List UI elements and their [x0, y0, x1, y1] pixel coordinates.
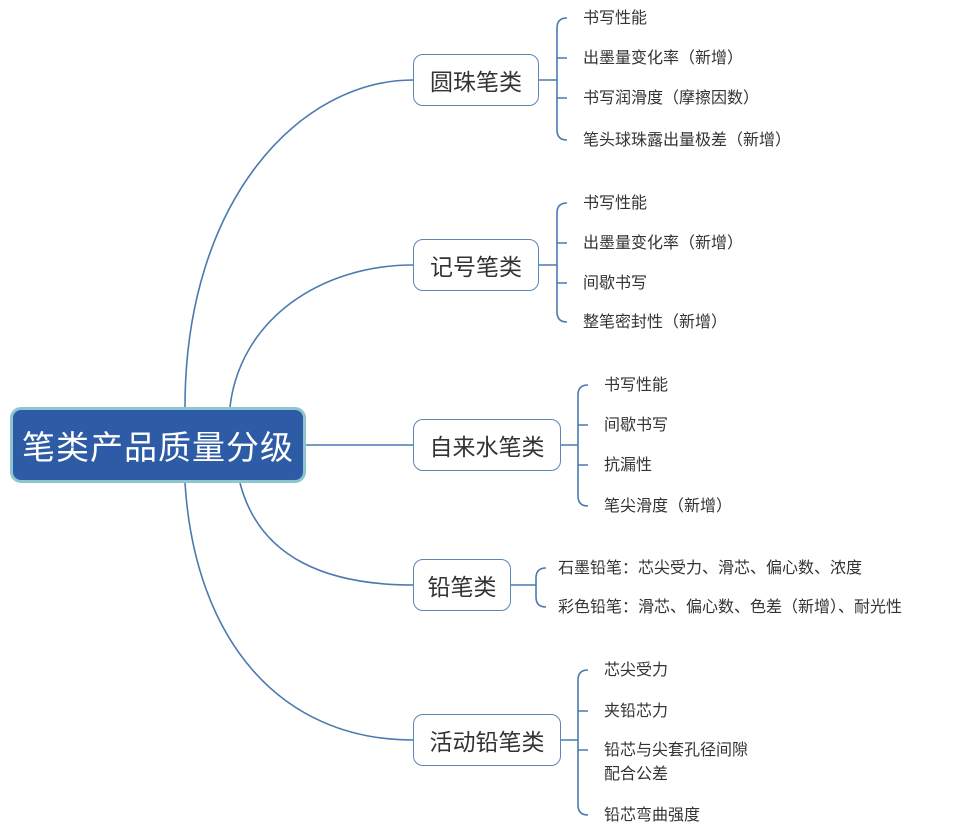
category-label: 铅笔类: [427, 575, 497, 601]
leaf-item: 书写润滑度（摩擦因数）: [583, 88, 760, 107]
leaf-item: 配合公差: [604, 764, 669, 783]
leaf-item: 书写性能: [583, 8, 648, 27]
leaf-item: 间歇书写: [604, 415, 669, 434]
branch-marker: [229, 264, 414, 408]
leaf-item: 书写性能: [604, 375, 669, 394]
leaf-item: 整笔密封性（新增）: [583, 312, 728, 331]
category-label: 记号笔类: [430, 255, 522, 281]
leaf-item: 出墨量变化率（新增）: [583, 48, 744, 67]
leaf-item: 石墨铅笔：芯尖受力、滑芯、偏心数、浓度: [558, 558, 863, 577]
leaf-item: 铅芯弯曲强度: [604, 805, 701, 824]
leaf-item: 芯尖受力: [604, 660, 669, 679]
branch-mechanical: [184, 482, 414, 741]
leaf-item: 笔头球珠露出量极差（新增）: [583, 130, 792, 149]
root-node: 笔类产品质量分级: [10, 407, 306, 483]
category-fountain: 自来水笔类: [413, 419, 561, 471]
category-mechanical-pencil: 活动铅笔类: [413, 714, 561, 766]
leaf-item: 书写性能: [583, 193, 648, 212]
leaf-item: 铅芯与尖套孔径间隙: [604, 740, 749, 759]
leaf-item: 彩色铅笔：滑芯、偏心数、色差（新增）、耐光性: [558, 597, 903, 616]
category-label: 圆珠笔类: [430, 70, 522, 96]
leaf-item: 夹铅芯力: [604, 701, 669, 720]
branch-pencil: [239, 482, 414, 586]
leaf-item: 抗漏性: [604, 455, 653, 474]
category-label: 自来水笔类: [429, 435, 545, 461]
category-ballpoint: 圆珠笔类: [413, 54, 539, 106]
leaf-item: 笔尖滑度（新增）: [604, 496, 733, 515]
category-label: 活动铅笔类: [429, 730, 545, 756]
branch-ballpoint: [184, 79, 414, 408]
leaf-item: 出墨量变化率（新增）: [583, 233, 744, 252]
leaf-item: 间歇书写: [583, 273, 648, 292]
category-pencil: 铅笔类: [413, 559, 511, 611]
root-label: 笔类产品质量分级: [22, 428, 294, 467]
category-marker: 记号笔类: [413, 239, 539, 291]
